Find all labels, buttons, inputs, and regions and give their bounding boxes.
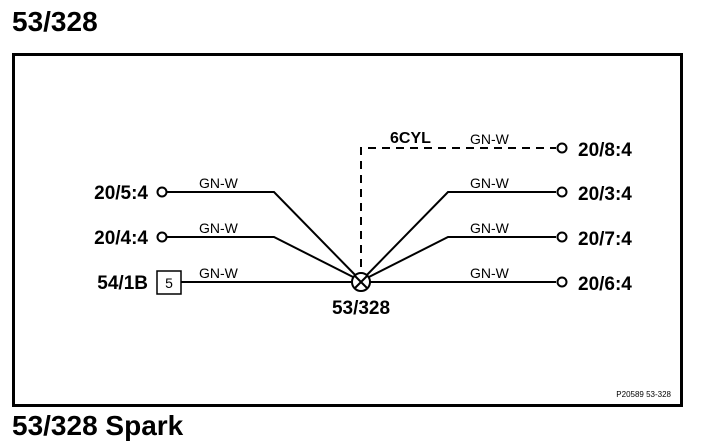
wiring-diagram: 20/5:4 GN-W 20/4:4 GN-W 5 54/1B GN-W 20/…: [94, 130, 671, 399]
right-connection-1: 20/8:4 GN-W 6CYL: [360, 130, 632, 281]
wire-color-label: GN-W: [470, 175, 510, 191]
left-connection-3: 5 54/1B GN-W: [97, 265, 361, 295]
wire-color-label: GN-W: [199, 265, 239, 281]
connector-pin-icon[interactable]: [556, 186, 568, 198]
right-connection-3: 20/7:4 GN-W: [360, 220, 632, 282]
bottom-caption: 53/328 Spark: [12, 410, 184, 441]
right-pin-label: 20/3:4: [578, 184, 632, 205]
wire-color-label: GN-W: [199, 175, 239, 191]
connector-pin-icon[interactable]: [156, 186, 168, 198]
left-pin-label: 20/5:4: [94, 183, 148, 204]
left-pin-label: 20/4:4: [94, 228, 148, 249]
diagram-frame: [12, 53, 683, 407]
left-pin-label: 54/1B: [97, 273, 148, 294]
wire-color-label: GN-W: [470, 220, 510, 236]
left-connection-1: 20/5:4 GN-W: [94, 175, 362, 282]
right-pin-label: 20/8:4: [578, 140, 632, 161]
splice-node[interactable]: 53/328: [332, 272, 390, 319]
right-pin-label: 20/7:4: [578, 229, 632, 250]
wire-color-label: GN-W: [199, 220, 239, 236]
connector-pin-icon[interactable]: [556, 142, 568, 154]
terminal-number: 5: [165, 275, 173, 291]
reference-code: P20589 53-328: [616, 390, 671, 399]
left-connection-2: 20/4:4 GN-W: [94, 220, 362, 282]
connector-pin-icon[interactable]: [556, 231, 568, 243]
splice-label: 53/328: [332, 298, 390, 319]
wire-color-label: GN-W: [470, 131, 510, 147]
right-pin-label: 20/6:4: [578, 274, 632, 295]
right-connection-2: 20/3:4 GN-W: [360, 175, 632, 282]
page-title: 53/328: [12, 6, 98, 37]
wire-color-label: GN-W: [470, 265, 510, 281]
connector-pin-icon[interactable]: [156, 231, 168, 243]
connector-pin-icon[interactable]: [556, 276, 568, 288]
variant-label: 6CYL: [390, 130, 431, 147]
right-connection-4: 20/6:4 GN-W: [361, 265, 632, 295]
